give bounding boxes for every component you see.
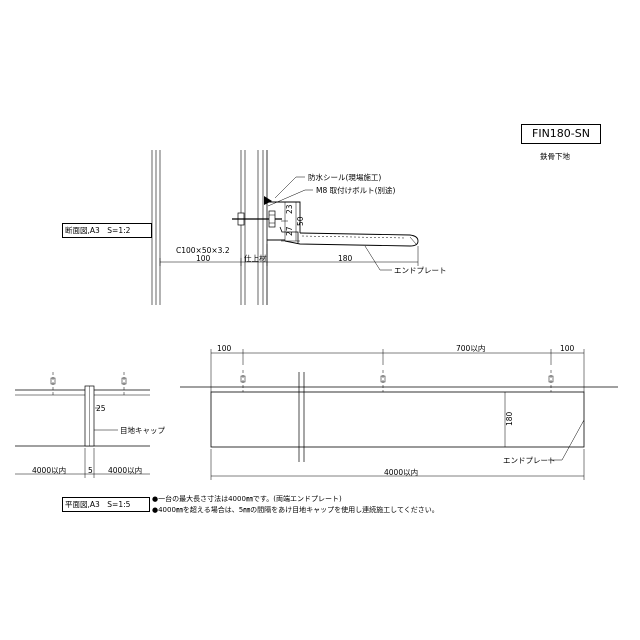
plan-end-plate-annotation: エンドプレート — [503, 456, 556, 465]
plan-dim-left: 100 — [217, 344, 232, 353]
dim-27: 27 — [285, 226, 294, 236]
joint-dim-left: 4000以内 — [32, 465, 66, 475]
substrate-label: 鉄骨下地 — [540, 152, 570, 161]
channel-annotation: C100×50×3.2 — [176, 246, 230, 255]
joint-dim-right: 4000以内 — [108, 465, 142, 475]
section-view — [151, 150, 419, 305]
section-view-label-text: 断面図,A3 S=1:2 — [65, 226, 131, 235]
end-plate-annotation: エンドプレート — [394, 266, 447, 275]
note-2: ●4000㎜を超える場合は、5㎜の間隔をあけ目地キャップを使用し連続施工してくだ… — [152, 506, 439, 514]
dim-23: 23 — [285, 204, 294, 214]
plan-dim-depth: 180 — [505, 411, 514, 426]
plan-dim-mid: 700以内 — [456, 343, 485, 353]
joint-dim-25: 25 — [96, 404, 106, 413]
section-view-label: 断面図,A3 S=1:2 — [62, 223, 152, 238]
dim-180: 180 — [338, 254, 353, 263]
joint-dim-mid: 5 — [88, 466, 93, 475]
plan-view-label-text: 平面図,A3 S=1:5 — [65, 500, 131, 509]
plan-dim-right: 100 — [560, 344, 575, 353]
joint-view — [15, 372, 150, 478]
dim-50: 50 — [296, 216, 305, 226]
bolt-annotation: M8 取付けボルト(別途) — [316, 185, 396, 195]
note-1: ●一台の最大長さ寸法は4000㎜です。(両端エンドプレート) — [152, 495, 342, 503]
cap-annotation: 目地キャップ — [120, 425, 165, 435]
model-title-box: FIN180-SN — [521, 124, 601, 144]
finish-annotation: 仕上材 — [244, 253, 267, 263]
plan-view-label: 平面図,A3 S=1:5 — [62, 497, 150, 512]
dim-100: 100 — [196, 254, 211, 263]
plan-view — [180, 349, 618, 480]
model-title: FIN180-SN — [532, 127, 590, 140]
seal-annotation: 防水シール(現場施工) — [308, 172, 381, 182]
plan-dim-total: 4000以内 — [384, 467, 418, 477]
notes: ●一台の最大長さ寸法は4000㎜です。(両端エンドプレート) ●4000㎜を超え… — [152, 494, 439, 516]
